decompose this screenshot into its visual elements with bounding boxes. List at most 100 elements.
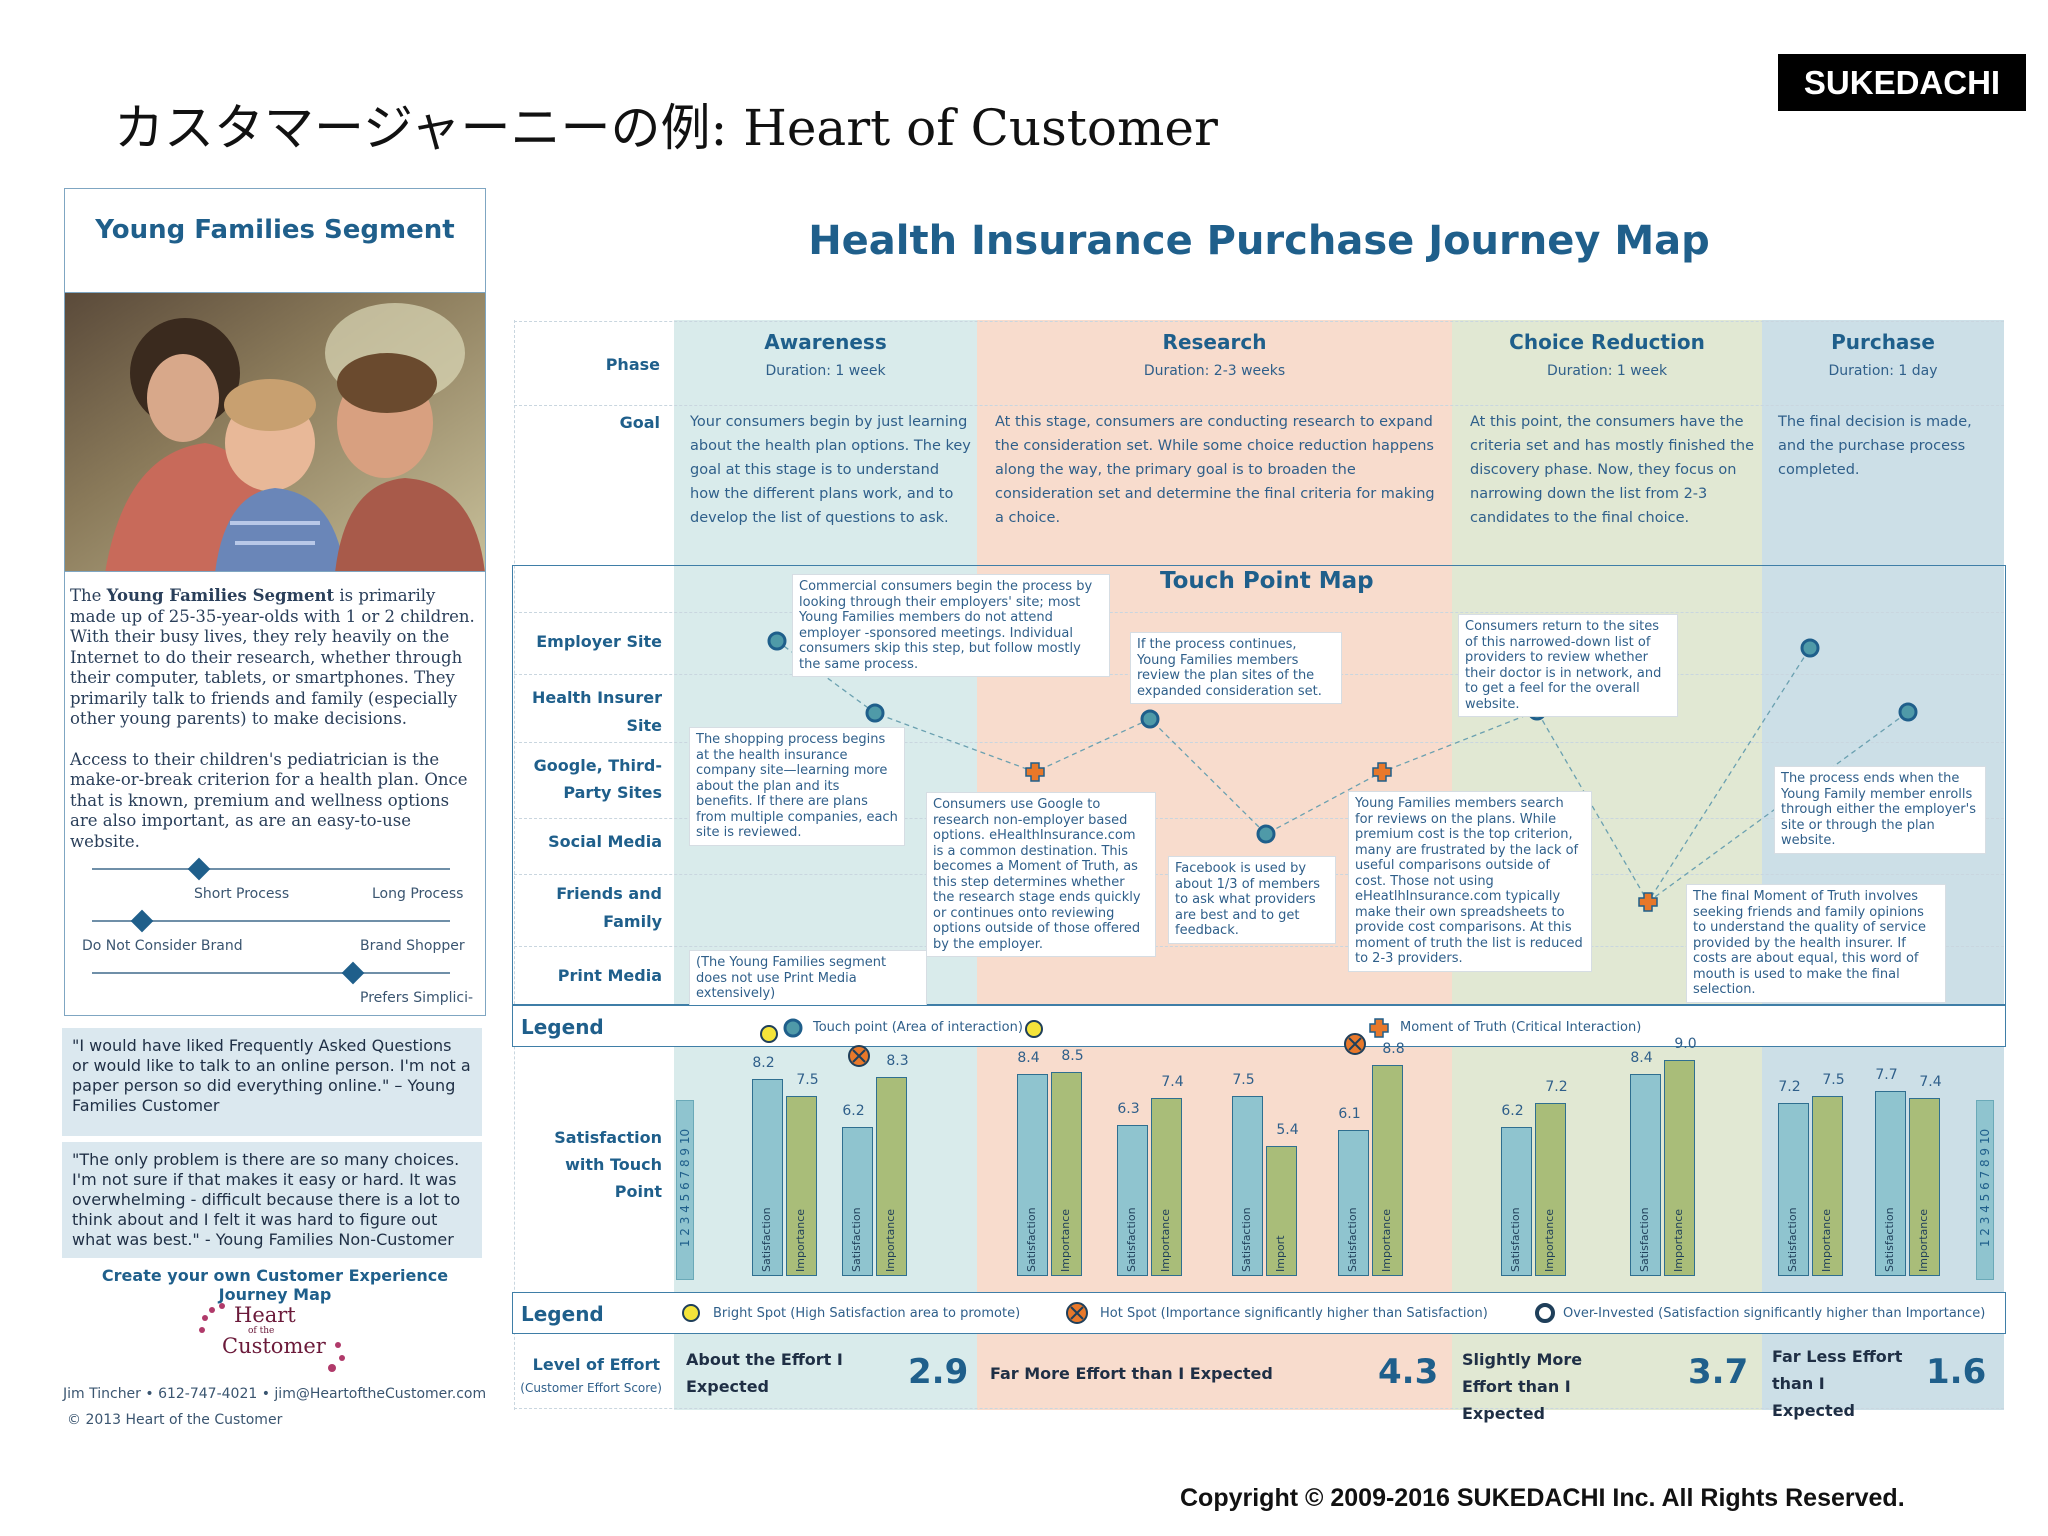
satisfaction-value-label: 6.2 (842, 1103, 865, 1120)
satisfaction-bar (1232, 1096, 1263, 1276)
segment-title: Young Families Segment (95, 215, 455, 245)
importance-bar-label: Importance (1159, 1208, 1172, 1272)
family-photo-illustration (65, 293, 485, 571)
satisfaction-value-label: 8.4 (1017, 1050, 1040, 1067)
importance-bar (1535, 1103, 1566, 1276)
satisfaction-value-label: 7.5 (1232, 1072, 1255, 1088)
phase-duration: Duration: 1 day (1828, 363, 1938, 379)
importance-value-label: 5.4 (1276, 1122, 1299, 1139)
phase-duration: Duration: 1 week (1546, 363, 1668, 379)
callout-expanded-sites: If the process continues, Young Families… (1130, 632, 1342, 704)
channel-divider (514, 946, 2004, 947)
importance-bar-label: Importance (1820, 1208, 1833, 1272)
importance-bar (1909, 1098, 1940, 1276)
satisfaction-bar (842, 1127, 873, 1276)
customer-quote-1: "I would have liked Frequently Asked Que… (62, 1028, 482, 1136)
slider-right-label: Long Process (372, 886, 464, 902)
importance-value-label: 8.3 (886, 1052, 909, 1069)
importance-bar-label: Importance (1380, 1208, 1393, 1272)
satisfaction-value-label: 7.2 (1778, 1079, 1801, 1096)
segment-desc-lead: The (70, 586, 107, 605)
hot-spot-marker (1344, 1032, 1366, 1055)
phase-goal: The final decision is made, and the purc… (1778, 414, 1972, 478)
importance-bar-label: Importance (1059, 1208, 1072, 1272)
satisfaction-bar (1017, 1074, 1048, 1276)
bright-spot-marker (760, 1025, 778, 1044)
slider-track-brand (92, 920, 450, 922)
phase-name-awareness: Awareness (764, 330, 887, 354)
phase-name-research: Research (1162, 330, 1267, 354)
importance-value-label: 8.8 (1382, 1040, 1405, 1057)
phase-goal: Your consumers begin by just learning ab… (690, 414, 971, 526)
satisfaction-bar-label: Satisfaction (850, 1207, 863, 1272)
channel-friends-family: Friends and Family (556, 884, 662, 931)
satisfaction-bar-label: Satisfaction (1346, 1207, 1359, 1272)
callout-health-insurer: The shopping process begins at the healt… (689, 727, 905, 846)
legend-hot-spot-text: Hot Spot (Importance significantly highe… (1100, 1306, 1488, 1321)
channel-google-third-party: Google, Third-Party Sites (533, 756, 662, 802)
legend-bar-markers (512, 1292, 2006, 1334)
slider-left-label: Do Not Consider Brand (82, 938, 243, 954)
moment-of-truth-markers (1025, 762, 1658, 912)
legend-moment-of-truth-text: Moment of Truth (Critical Interaction) (1400, 1020, 1642, 1035)
journey-map-title: Health Insurance Purchase Journey Map (808, 218, 1710, 264)
phase-name-choice-reduction: Choice Reduction (1509, 330, 1705, 354)
rating-scale-text: 1 2 3 4 5 6 7 8 9 10 (678, 1128, 692, 1248)
row-divider (514, 1408, 2004, 1409)
importance-value-label: 9.0 (1674, 1036, 1697, 1052)
importance-bar-label: Importance (1672, 1208, 1685, 1272)
satisfaction-value-label: 6.1 (1338, 1105, 1361, 1122)
callout-friends-family: The final Moment of Truth involves seeki… (1686, 884, 1946, 1003)
satisfaction-bar-label: Satisfaction (1509, 1207, 1522, 1272)
importance-bar (786, 1096, 817, 1276)
callout-employer: Commercial consumers begin the process b… (792, 574, 1110, 677)
brand-logo: SUKEDACHI (1778, 54, 2026, 111)
row-divider (514, 405, 2004, 406)
logo-heart-text: Heart (234, 1303, 296, 1327)
family-photo (65, 292, 485, 572)
rating-scale-text: 1 2 3 4 5 6 7 8 9 10 (1978, 1128, 1992, 1248)
slider-left-label: Short Process (194, 886, 290, 902)
credit-text: © 2013 Heart of the Customer (67, 1412, 283, 1428)
channel-divider (514, 612, 2004, 613)
create-journey-map-link[interactable]: Create your own Customer Experience Jour… (101, 1266, 449, 1304)
effort-score-research: 4.3 (1378, 1352, 1439, 1392)
effort-score-awareness: 2.9 (908, 1352, 969, 1392)
satisfaction-bar (1501, 1127, 1532, 1276)
segment-desc-2: Access to their children's pediatrician … (70, 749, 468, 851)
satisfaction-bar (752, 1079, 783, 1276)
phase-name-purchase: Purchase (1831, 330, 1935, 354)
satisfaction-row-label: Satisfaction with Touch Point (554, 1128, 662, 1201)
importance-value-label: 7.5 (1822, 1072, 1845, 1088)
effort-text-purchase: Far Less Effort than I Expected (1772, 1347, 1903, 1420)
importance-value-label: 7.2 (1545, 1079, 1568, 1096)
satisfaction-bar (1875, 1091, 1906, 1276)
effort-score-choice: 3.7 (1688, 1352, 1749, 1392)
page-title: カスタマージャーニーの例: Heart of Customer (114, 99, 1218, 157)
phase-goal: At this point, the consumers have the cr… (1470, 414, 1755, 526)
slider-right-label: Brand Shopper (360, 938, 465, 954)
satisfaction-bar-label: Satisfaction (1240, 1207, 1253, 1272)
importance-bar-label: Importance (884, 1208, 897, 1272)
importance-bar (876, 1076, 907, 1276)
segment-desc-bold: Young Families Segment (106, 586, 335, 605)
satisfaction-bar (1338, 1129, 1369, 1276)
importance-bar-label: Importance (794, 1208, 807, 1272)
copyright: Copyright © 2009-2016 SUKEDACHI Inc. All… (1180, 1484, 1905, 1512)
logo-customer-text: Customer (222, 1334, 326, 1358)
channel-print-media: Print Media (557, 966, 662, 985)
satisfaction-bar-label: Satisfaction (1025, 1207, 1038, 1272)
channel-health-insurer-site: Health Insurer Site (531, 688, 662, 735)
effort-text-research: Far More Effort than I Expected (990, 1364, 1273, 1383)
bright-spot-marker (1025, 1020, 1043, 1039)
channel-divider (514, 818, 2004, 819)
satisfaction-value-label: 7.7 (1875, 1067, 1898, 1084)
legend-title: Legend (521, 1302, 604, 1326)
importance-bar (1372, 1064, 1403, 1276)
effort-sub-label: (Customer Effort Score) (520, 1381, 662, 1395)
rating-scale-left: 1 2 3 4 5 6 7 8 9 10 (676, 1100, 694, 1280)
satisfaction-bar-label: Satisfaction (1638, 1207, 1651, 1272)
legend-bright-spot-text: Bright Spot (High Satisfaction area to p… (713, 1306, 1021, 1321)
segment-desc-rest: is primarily made up of 25-35-year-olds … (70, 586, 475, 728)
effort-row-label: Level of Effort (532, 1355, 660, 1374)
